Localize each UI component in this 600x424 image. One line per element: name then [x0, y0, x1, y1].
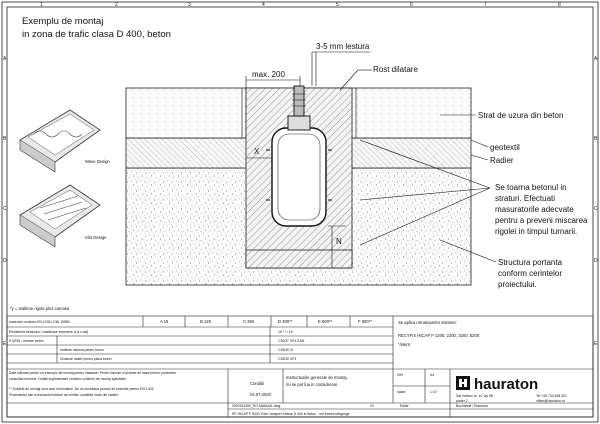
row4-value: C25/30 XI — [278, 348, 293, 352]
company-phone: Tel +40 744 518 301 — [536, 394, 567, 398]
dimension-max-200: max. 200 — [252, 70, 285, 79]
frame-letter: A — [594, 56, 598, 62]
label-se-toarna-5: rigolei in timpul turnarii. — [495, 227, 577, 236]
bedding-base — [245, 249, 353, 269]
frame-letter: C — [594, 206, 598, 212]
page-number: 19 — [370, 404, 374, 408]
dimension-joint: 3-5 mm lestura — [316, 42, 370, 51]
frame-number: 6 — [410, 2, 413, 8]
row5-label: Grosime radier pentru placa beton — [60, 357, 112, 361]
class-f900: F 900** — [358, 319, 372, 324]
class-d400: D 400** — [278, 319, 293, 324]
note-line: consultati normele. Detalii suplimentare… — [9, 377, 127, 381]
row3-label: S:\(RD) / Armare beton — [9, 339, 44, 343]
frame-letter: B — [594, 136, 598, 142]
conditii-label: Conditii — [250, 381, 264, 386]
frame-letter: C — [3, 206, 7, 212]
frame-letter: E — [3, 341, 7, 347]
frame-number: 1 — [40, 2, 43, 8]
frame-letter: A — [3, 56, 7, 62]
frame-letter: D — [594, 258, 598, 264]
frame-number: 4 — [262, 2, 265, 8]
hauraton-logo-icon — [456, 376, 470, 390]
wave-design-illustration — [19, 109, 101, 173]
company-address: parter 2 — [456, 399, 468, 403]
class-b125: B 125 — [200, 319, 212, 324]
format-value: A4 — [430, 373, 434, 377]
systems-sub: */sters — [398, 342, 410, 347]
channel-grating — [287, 115, 311, 131]
frame-letter: E — [594, 341, 598, 347]
din-label: DIN — [397, 373, 403, 377]
class-a15: A 15 — [160, 319, 169, 324]
row5-value: C25/30 XF3 — [278, 357, 296, 361]
frame-number: 8 — [558, 2, 561, 8]
dimension-n: N — [336, 237, 342, 246]
note-line: Proiectantul sau executantul trebuie sa … — [9, 393, 119, 397]
label-structura-3: proiectului. — [498, 280, 537, 289]
label-rost-dilatare: Rost dilatare — [373, 65, 418, 74]
slot-attachment — [293, 85, 305, 117]
company-address: Bucharest / Romania — [456, 404, 488, 408]
title-block — [6, 315, 594, 418]
frame-number: 3 — [188, 2, 191, 8]
label-se-toarna-1: Se toarna betonul in — [495, 183, 567, 192]
company-address: Sat Hodoni nr. 10, Ap 56 — [456, 394, 493, 398]
description-line2: nu se pot lua in considerare — [286, 382, 338, 387]
frame-letter: D — [3, 258, 7, 264]
label-geotextil: geotextil — [490, 143, 520, 152]
row2-value: 15 / * / 15 — [278, 330, 293, 334]
drawing-title-line2: in zona de trafic clasa D 400, beton — [22, 29, 171, 40]
class-c250: C 250 — [243, 319, 255, 324]
systems-product: RECYFIX HICAP F 1200, 2200, 3200, 5200 — [398, 333, 480, 338]
drawing-title-line1: Exemplu de montaj — [22, 16, 103, 27]
label-radier: Radier — [490, 156, 514, 165]
footnote: *y = Inaltime rigola plus camasa — [10, 306, 70, 311]
frame-number: 5 — [336, 2, 339, 8]
company-email: office@hauraton.ro — [536, 399, 565, 403]
systems-heading: Se aplica urmatoarelor sisteme: — [398, 320, 457, 325]
scale-value: 1:10 — [430, 390, 437, 394]
slot-design-caption: Slot Design — [85, 235, 107, 240]
cross-section: max. 200 3-5 mm lestura X N — [125, 42, 497, 286]
frame-markers: A B C D E A B C D E 1 2 3 4 5 6 7 8 — [3, 2, 598, 347]
note-line: Date utilizate pentru un exemplu de mont… — [9, 371, 176, 375]
bottom-description: RF-HICAP F 5200: Einb.-beispiel Klasse D… — [232, 412, 350, 416]
conditii-date: 04.07.2020 — [250, 392, 272, 397]
drawing-number: 0000151060_RO-MANUAL.dwg — [232, 404, 280, 408]
scale-label: scara — [397, 390, 405, 394]
label-structura-1: Structura portanta — [498, 258, 563, 267]
slot-design-illustration — [19, 184, 101, 248]
row2-label: Rezistenta betonului / clasificare expun… — [9, 330, 88, 334]
label-se-toarna-3: masuratorile adecvate — [495, 205, 574, 214]
label-strat-uzura: Strat de uzura din beton — [478, 111, 563, 120]
wave-design-caption: Wave Design — [85, 159, 110, 164]
frame-number: 7 — [484, 2, 487, 8]
frame-letter: B — [3, 136, 7, 142]
row3-value: C30/37 XF4-3 M1 — [278, 339, 305, 343]
load-class-label: Incarcare conform EN 1433 / DIN 19580 — [9, 320, 70, 324]
class-e600: E 600** — [318, 319, 333, 324]
label-structura-2: conform cerintelor — [498, 269, 562, 278]
frame-number: 2 — [115, 2, 118, 8]
dimension-x: X — [254, 147, 260, 156]
description-line1: Instructiunile generale de montaj — [286, 375, 347, 380]
channel-inner — [277, 133, 321, 221]
note-line: ** Solutiile de montaj sunt doar informa… — [9, 387, 154, 391]
label-se-toarna-4: pentru a preveni miscarea — [495, 216, 588, 225]
company-name: hauraton — [474, 376, 538, 393]
label-se-toarna-2: straturi. Efectuati — [495, 194, 555, 203]
edition-label: Editie — [400, 404, 409, 408]
row4-label: Inaltime minima pentru beton — [60, 348, 104, 352]
